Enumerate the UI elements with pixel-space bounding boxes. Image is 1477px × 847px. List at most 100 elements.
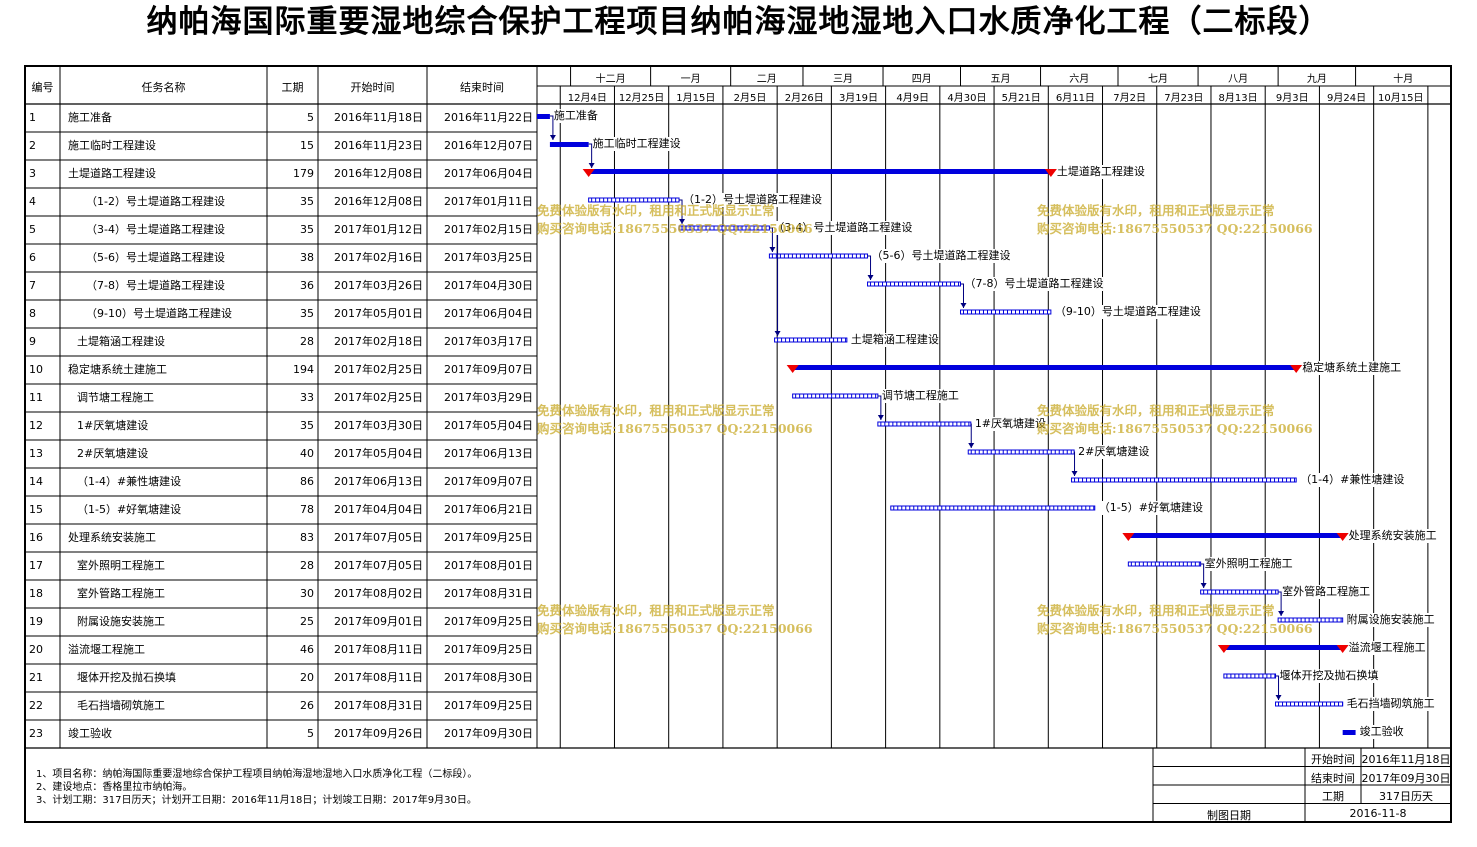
summary-bar (1128, 533, 1343, 538)
task-name: 施工临时工程建设 (68, 139, 156, 152)
task-name: （9-10）号土堤道路工程建设 (86, 307, 232, 320)
task-id: 3 (29, 167, 36, 180)
month-label: 六月 (1069, 74, 1090, 85)
task-id: 1 (29, 111, 36, 124)
task-duration: 194 (293, 363, 314, 376)
dependency-link (1275, 675, 1280, 700)
task-name: 1#厌氧塘建设 (77, 419, 149, 432)
week-label: 5月21日 (1001, 93, 1041, 104)
task-id: 16 (29, 531, 43, 544)
task-id: 14 (29, 475, 43, 488)
bar-label: 竣工验收 (1359, 725, 1404, 739)
week-label: 9月3日 (1275, 93, 1309, 104)
task-bar (1223, 673, 1277, 679)
week-label: 7月23日 (1164, 93, 1204, 104)
task-start: 2017年02月25日 (334, 391, 423, 404)
task-id: 13 (29, 447, 43, 460)
month-label: 三月 (832, 74, 853, 85)
task-end: 2017年09月25日 (444, 643, 533, 656)
dependency-link (877, 395, 882, 420)
summary-end-marker (1336, 533, 1349, 541)
project-note: 2、建设地点：香格里拉市纳帕海。 (36, 782, 193, 793)
task-name: （1-4）#兼性塘建设 (77, 475, 182, 488)
task-id: 9 (29, 335, 36, 348)
dependency-arrow (1278, 611, 1285, 616)
bar-label: 室外管路工程施工 (1282, 585, 1371, 599)
month-label: 八月 (1228, 74, 1249, 85)
summary-end-marker (1044, 169, 1057, 177)
summary-bar (588, 169, 1051, 174)
watermark-line2: 购买咨询电话:18675550537 QQ:22150066 (1037, 221, 1313, 236)
task-name: 施工准备 (68, 111, 112, 124)
task-id: 8 (29, 307, 36, 320)
watermark-line2: 购买咨询电话:18675550537 QQ:22150066 (537, 621, 813, 636)
task-bar (537, 114, 550, 119)
task-start: 2016年11月23日 (334, 139, 423, 152)
task-start: 2017年09月01日 (334, 615, 423, 628)
task-name: 土堤箱涵工程建设 (77, 335, 165, 348)
task-end: 2017年08月31日 (444, 587, 533, 600)
header-duration: 工期 (281, 81, 304, 94)
watermark-line2: 购买咨询电话:18675550537 QQ:22150066 (1037, 421, 1313, 436)
bar-label: （5-6）号土堤道路工程建设 (871, 249, 1011, 263)
bar-label: （1-4）#兼性塘建设 (1300, 473, 1405, 487)
task-duration: 28 (300, 335, 314, 348)
task-end: 2017年04月30日 (444, 279, 533, 292)
dependency-arrow (679, 219, 686, 224)
summary-start-marker (582, 169, 595, 177)
task-end: 2016年12月07日 (444, 139, 533, 152)
month-label: 四月 (911, 74, 932, 85)
task-end: 2017年06月21日 (444, 503, 533, 516)
task-duration: 5 (307, 727, 314, 740)
dependency-arrow (960, 303, 967, 308)
bar-label: 施工临时工程建设 (592, 137, 681, 151)
dependency-arrow (769, 247, 776, 252)
task-start: 2017年02月18日 (334, 335, 423, 348)
bar-label: 土堤道路工程建设 (1056, 165, 1145, 179)
dependency-link (549, 115, 554, 140)
summary-label: 工期 (1322, 790, 1344, 803)
task-end: 2017年02月15日 (444, 223, 533, 236)
week-label: 7月2日 (1113, 93, 1146, 104)
week-label: 12月25日 (618, 93, 665, 104)
task-name: 附属设施安装施工 (77, 615, 165, 628)
task-name: 毛石挡墙砌筑施工 (77, 699, 165, 712)
bar-label: 室外照明工程施工 (1204, 557, 1293, 571)
task-start: 2017年01月12日 (334, 223, 423, 236)
summary-bar (1223, 645, 1343, 650)
week-label: 1月15日 (676, 93, 716, 104)
task-duration: 35 (300, 223, 314, 236)
task-end: 2017年09月30日 (444, 727, 533, 740)
task-name: 堰体开挖及抛石换填 (77, 671, 176, 684)
dependency-arrow (867, 275, 874, 280)
task-duration: 30 (300, 587, 314, 600)
summary-label: 结束时间 (1311, 771, 1355, 785)
task-duration: 83 (300, 531, 314, 544)
week-label: 4月9日 (896, 93, 930, 104)
task-duration: 78 (300, 503, 314, 516)
month-label: 十月 (1393, 74, 1414, 85)
bar-label: （7-8）号土堤道路工程建设 (964, 277, 1104, 291)
task-end: 2017年03月29日 (444, 391, 533, 404)
task-bar (959, 309, 1052, 315)
task-end: 2017年08月01日 (444, 559, 533, 572)
task-start: 2016年12月08日 (334, 167, 423, 180)
watermark-line1: 免费体验版有水印，租用和正式版显示正常 (1037, 203, 1275, 218)
task-name: 调节塘工程施工 (77, 391, 154, 404)
task-duration: 28 (300, 559, 314, 572)
month-label: 九月 (1306, 74, 1327, 85)
dependency-link (867, 255, 872, 280)
bar-label: 2#厌氧塘建设 (1078, 445, 1150, 459)
dependency-link (1278, 591, 1282, 616)
task-end: 2017年03月17日 (444, 335, 533, 348)
dependency-arrow (1275, 695, 1282, 700)
task-id: 17 (29, 559, 43, 572)
month-label: 一月 (680, 74, 701, 85)
bar-label: 稳定塘系统土建施工 (1302, 361, 1402, 375)
task-duration: 35 (300, 419, 314, 432)
task-id: 4 (29, 195, 36, 208)
task-end: 2017年05月04日 (444, 419, 533, 432)
task-name: 溢流堰工程施工 (68, 643, 145, 656)
dependency-arrow (877, 415, 884, 420)
